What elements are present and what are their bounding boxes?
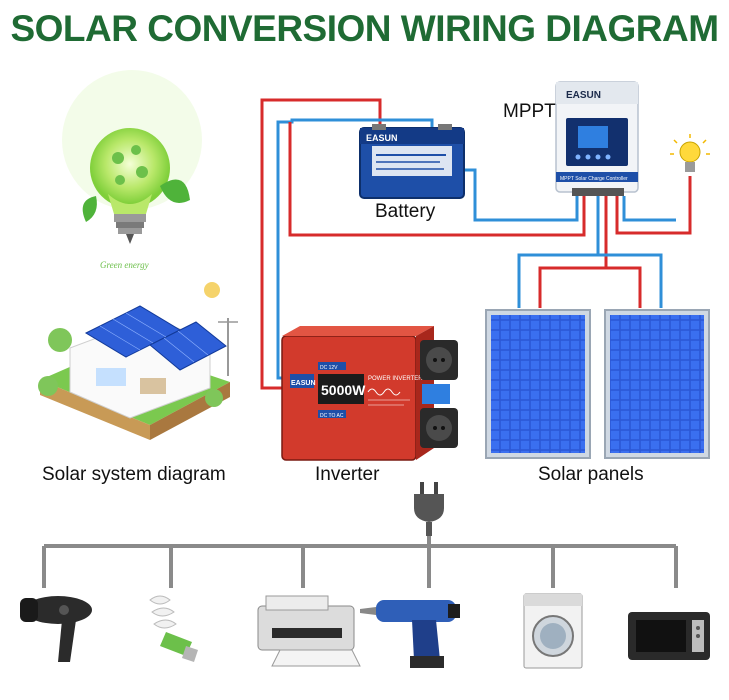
wire-pv-blue-1 — [517, 196, 600, 308]
plug-icon — [414, 482, 444, 536]
controller-caption: MPPT Solar Charge Controller — [560, 176, 628, 182]
wire-inverter-battery-blue — [276, 118, 434, 380]
green-energy-label: Green energy — [100, 260, 149, 270]
hair-dryer-icon — [20, 596, 92, 662]
wire-pv-red-2 — [606, 266, 642, 308]
inverter-tag-ac: DC TO AC — [320, 413, 344, 419]
inverter-tag-dc: DC 12V — [320, 365, 338, 371]
inverter-power: 5000W — [321, 382, 366, 398]
cfl-bulb-icon — [149, 595, 198, 662]
wire-pv-red-1 — [538, 196, 608, 308]
label-mppt: MPPT — [503, 101, 556, 122]
battery-brand: EASUN — [366, 133, 398, 143]
wire-battery-controller-blue — [464, 168, 579, 222]
wire-load-blue — [622, 196, 676, 222]
power-inverter: 5000W POWER INVERTER EASUN DC 12V DC TO … — [281, 326, 458, 461]
solar-house-illustration — [38, 282, 238, 440]
wire-inverter-battery-red — [260, 98, 382, 390]
label-solar-panels: Solar panels — [538, 464, 644, 485]
printer-icon — [257, 595, 361, 667]
solar-panel-right — [604, 309, 710, 459]
distribution-bus — [42, 536, 678, 588]
label-inverter: Inverter — [315, 464, 380, 485]
washing-machine-icon — [523, 593, 583, 669]
wire-pv-blue-2 — [598, 253, 663, 308]
wire-battery-controller-red — [288, 122, 586, 237]
solar-panel-left — [485, 309, 591, 459]
wiring — [260, 98, 692, 390]
battery: EASUN — [359, 124, 465, 199]
power-drill-icon — [360, 600, 460, 668]
microwave-oven-icon — [628, 612, 710, 660]
mppt-controller: EASUN MPPT Solar Charge Controller — [555, 81, 639, 196]
inverter-brand: EASUN — [291, 380, 316, 387]
label-battery: Battery — [375, 201, 436, 222]
indicator-bulb-icon — [670, 134, 710, 172]
inverter-type: POWER INVERTER — [368, 376, 423, 382]
label-solar-system: Solar system diagram — [42, 464, 226, 485]
controller-brand: EASUN — [566, 90, 601, 101]
wire-load-red — [615, 176, 692, 235]
green-energy-bulb-icon: Green energy — [62, 70, 202, 270]
diagram-title: SOLAR CONVERSION WIRING DIAGRAM — [10, 8, 719, 49]
